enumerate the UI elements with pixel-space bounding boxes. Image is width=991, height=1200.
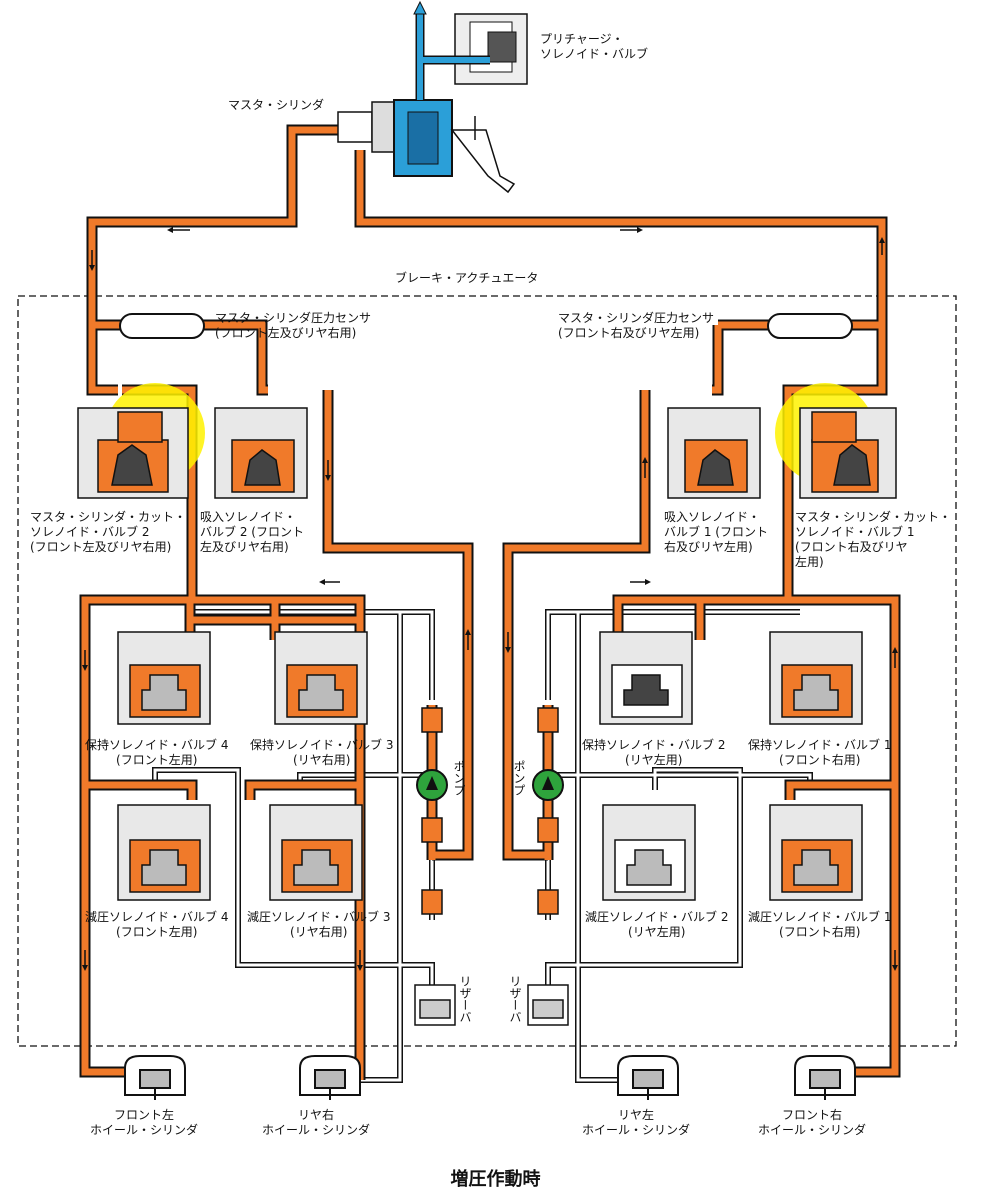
hold-valve-3 xyxy=(274,631,368,725)
hold-valve-2-label: 保持ソレノイド・バルブ 2 (リヤ左用) xyxy=(582,738,726,767)
master-cylinder-label: マスタ・シリンダ xyxy=(228,98,325,112)
suction-valve-1 xyxy=(667,407,761,499)
master-cylinder xyxy=(337,99,516,194)
reservoir-left xyxy=(414,984,456,1026)
reservoir-right xyxy=(527,984,569,1026)
pump-right xyxy=(532,769,564,801)
sensor-right-label: マスタ・シリンダ圧力センサ (フロント右及びリヤ左用) xyxy=(558,311,715,340)
return-lines xyxy=(152,609,813,1083)
suction-valve-1-label: 吸入ソレノイド・ バルブ 1 (フロント 右及びリヤ左用) xyxy=(664,510,768,554)
wheel-front-left-label: フロント左 ホイール・シリンダ xyxy=(90,1108,199,1137)
wheel-cylinder-rear-right xyxy=(299,1055,361,1100)
brake-actuator-label: ブレーキ・アクチュエータ xyxy=(395,271,539,285)
pump-right-label: ポンプ xyxy=(512,760,526,796)
precharge-valve-label: プリチャージ・ ソレノイド・バルブ xyxy=(540,32,649,61)
reduce-valve-4 xyxy=(117,804,211,901)
reservoir-right-label: リザーバ xyxy=(508,975,522,1023)
wheel-rear-right-label: リヤ右 ホイール・シリンダ xyxy=(262,1108,371,1137)
flow-arrows xyxy=(82,227,898,971)
sensor-left-label: マスタ・シリンダ圧力センサ (フロント左及びリヤ右用) xyxy=(215,311,372,340)
wheel-cylinder-front-left xyxy=(124,1055,186,1100)
precharge-solenoid-valve xyxy=(413,0,528,100)
cut-valve-1 xyxy=(799,407,897,499)
wheel-front-right-label: フロント右 ホイール・シリンダ xyxy=(758,1108,867,1137)
reduce-valve-1 xyxy=(769,804,863,901)
reduce-valve-4-label: 減圧ソレノイド・バルブ 4 (フロント左用) xyxy=(85,910,229,939)
wheel-cylinder-front-right xyxy=(794,1055,856,1100)
hold-valve-4 xyxy=(117,631,211,725)
pump-left-label: ポンプ xyxy=(452,760,466,796)
reduce-valve-3-label: 減圧ソレノイド・バルブ 3 (リヤ右用) xyxy=(247,910,391,939)
hold-valve-1 xyxy=(769,631,863,725)
pressure-sensor-right xyxy=(767,313,853,339)
hold-valve-4-label: 保持ソレノイド・バルブ 4 (フロント左用) xyxy=(85,738,229,767)
reduce-valve-2 xyxy=(602,804,696,901)
reduce-valve-3 xyxy=(269,804,363,901)
reduce-valve-2-label: 減圧ソレノイド・バルブ 2 (リヤ左用) xyxy=(585,910,729,939)
suction-valve-2 xyxy=(214,407,308,499)
pump-left xyxy=(416,769,448,801)
reduce-valve-1-label: 減圧ソレノイド・バルブ 1 (フロント右用) xyxy=(748,910,892,939)
actuator-boundary xyxy=(17,295,957,1047)
reservoir-left-label: リザーバ xyxy=(458,975,472,1023)
hold-valve-2 xyxy=(599,631,693,725)
wheel-rear-left-label: リヤ左 ホイール・シリンダ xyxy=(582,1108,691,1137)
suction-valve-2-label: 吸入ソレノイド・ バルブ 2 (フロント 左及びリヤ右用) xyxy=(200,510,304,554)
cut-valve-2 xyxy=(77,407,189,499)
cut-valve-1-label: マスタ・シリンダ・カット・ ソレノイド・バルブ 1 (フロント右及びリヤ 左用) xyxy=(795,510,952,569)
hold-valve-3-label: 保持ソレノイド・バルブ 3 (リヤ右用) xyxy=(250,738,394,767)
check-valves xyxy=(421,707,559,915)
cut-valve-2-label: マスタ・シリンダ・カット・ ソレノイド・バルブ 2 (フロント左及びリヤ右用) xyxy=(30,510,187,554)
diagram-caption: 増圧作動時 xyxy=(450,1169,541,1190)
wheel-cylinder-rear-left xyxy=(617,1055,679,1100)
hold-valve-1-label: 保持ソレノイド・バルブ 1 (フロント右用) xyxy=(748,738,892,767)
pressure-sensor-left xyxy=(119,313,205,339)
